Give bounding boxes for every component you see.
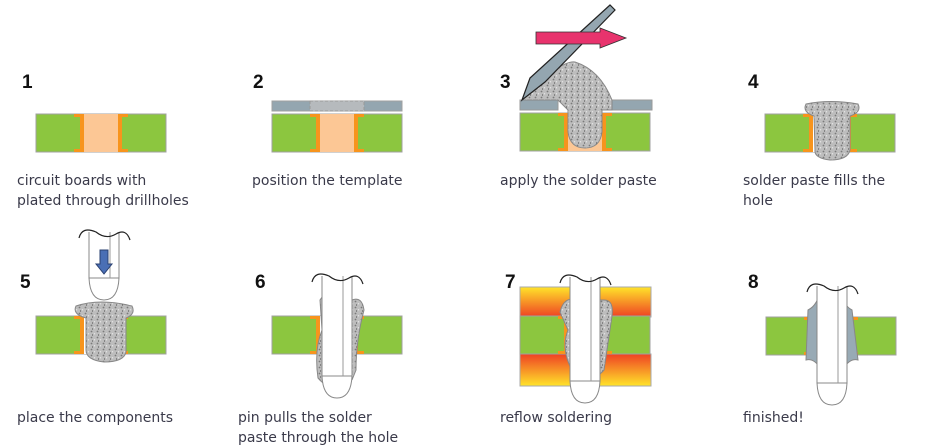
step-number: 4 [748, 72, 759, 93]
downward-arrow [94, 249, 114, 275]
through-hole-plating [354, 114, 364, 117]
step-caption: circuit boards with plated through drillh… [17, 171, 189, 211]
step-caption: pin pulls the solder paste through the ho… [238, 408, 398, 448]
step-caption: apply the solder paste [500, 171, 657, 191]
step-caption: solder paste fills the hole [743, 171, 885, 211]
through-hole-plating [803, 149, 813, 152]
caption-line: pin pulls the solder [238, 410, 372, 426]
caption-line: hole [743, 193, 773, 209]
through-hole-plating [118, 149, 128, 152]
through-hole-plating [80, 114, 84, 152]
component-pin [559, 274, 612, 404]
through-hole-plating [118, 114, 122, 152]
through-hole-plating [74, 351, 84, 354]
through-hole-plating [809, 114, 813, 152]
through-hole-plating [564, 113, 568, 151]
step-caption: position the template [252, 171, 403, 191]
step-number: 7 [505, 272, 516, 293]
caption-line: solder paste fills the [743, 173, 886, 189]
pin-tip [321, 375, 353, 399]
solder-paste [804, 101, 860, 161]
pin-break-line [559, 274, 612, 286]
step-caption: reflow soldering [500, 408, 612, 428]
caption-line: reflow soldering [500, 410, 612, 426]
step-number: 1 [22, 72, 33, 93]
pin-body [816, 286, 848, 384]
circuit-board [271, 113, 403, 153]
pin-break-line [78, 229, 131, 241]
drill-hole [320, 114, 354, 152]
through-hole-plating [803, 114, 813, 117]
pin-tip [88, 277, 120, 301]
through-hole-plating [316, 114, 320, 152]
step-number: 2 [253, 72, 264, 93]
squeegee-blade [520, 4, 616, 102]
solder-paste [520, 61, 613, 149]
stencil-template [611, 99, 653, 111]
through-hole-plating [602, 113, 612, 116]
caption-line: paste through the hole [238, 430, 399, 446]
step-caption: finished! [743, 408, 804, 428]
through-hole-plating [310, 351, 320, 354]
through-hole-plating [118, 114, 128, 117]
step-caption: place the components [17, 408, 173, 428]
through-hole-plating [74, 149, 84, 152]
pin-break-line [311, 273, 364, 285]
caption-line: plated through drillholes [17, 193, 189, 209]
through-hole-plating [558, 113, 568, 116]
through-hole-plating [847, 149, 857, 152]
through-hole-plating [74, 114, 84, 117]
pin-body [569, 277, 601, 382]
caption-line: circuit boards with [17, 173, 147, 189]
through-hole-plating [354, 149, 364, 152]
pin-body [321, 276, 353, 377]
caption-line: finished! [743, 410, 804, 426]
solder-paste [74, 301, 134, 363]
through-hole-plating [354, 351, 364, 354]
step-number: 6 [255, 272, 266, 293]
circuit-board [35, 113, 167, 153]
pin-break-line [806, 283, 859, 295]
through-hole-plating [310, 114, 320, 117]
pin-tip [569, 380, 601, 404]
step-number: 8 [748, 272, 759, 293]
through-hole-plating [602, 148, 612, 151]
through-hole-plating [558, 351, 568, 354]
caption-line: position the template [252, 173, 403, 189]
caption-line: place the components [17, 410, 174, 426]
step-number: 3 [500, 72, 511, 93]
through-hole-plating [74, 316, 84, 319]
drill-hole [84, 114, 118, 152]
pin-tip [816, 382, 848, 406]
through-hole-plating [310, 316, 320, 319]
caption-line: apply the solder paste [500, 173, 657, 189]
through-hole-plating [558, 148, 568, 151]
direction-arrow [535, 27, 628, 49]
component-pin [806, 283, 859, 406]
through-hole-plating [602, 113, 606, 151]
solder-paste [351, 298, 365, 381]
through-hole-plating [354, 114, 358, 152]
stencil-aperture [309, 100, 365, 112]
step-number: 5 [20, 272, 31, 293]
through-hole-plating [80, 316, 84, 354]
stencil-template [519, 99, 559, 111]
component-pin [311, 273, 364, 399]
through-hole-plating [310, 149, 320, 152]
through-hole-plating [316, 316, 320, 354]
